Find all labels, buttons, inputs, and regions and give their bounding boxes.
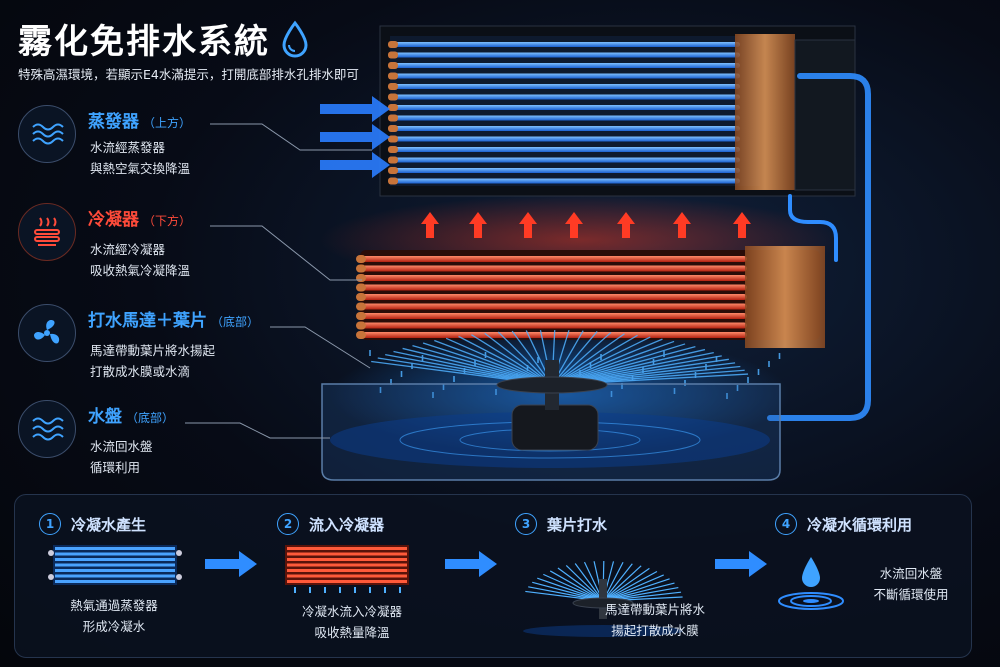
feature-position: （下方） xyxy=(143,214,192,228)
feature-motor: 打水馬達＋葉片 （底部） 馬達帶動葉片將水揚起 打散成水膜或水滴 xyxy=(18,304,348,384)
feature-position: （底部） xyxy=(211,315,260,329)
process-panel: 1 冷凝水產生 熱氣通過蒸發器 形成冷凝水 2 流入冷凝器 冷凝水流入冷凝器 吸收熱… xyxy=(14,494,972,658)
page-subtitle: 特殊高濕環境，若顯示E4水滿提示，打開底部排水孔排水即可 xyxy=(18,67,359,82)
water-wave-icon xyxy=(18,400,76,458)
pipes xyxy=(767,73,871,421)
page-title: 霧化免排水系統 xyxy=(18,14,310,63)
feature-position: （底部） xyxy=(126,411,175,425)
arrow-right-icon xyxy=(445,551,497,577)
step-number: 3 xyxy=(515,513,537,535)
step-caption: 馬達帶動葉片將水 xyxy=(604,602,705,617)
step-caption: 吸收熱量降溫 xyxy=(314,625,390,640)
feature-desc: 水流經冷凝器 xyxy=(90,242,166,257)
spray-mini-icon xyxy=(523,560,683,637)
feature-desc: 馬達帶動葉片將水揚起 xyxy=(90,343,216,358)
step-caption: 揚起打散成水膜 xyxy=(611,623,699,638)
step-label: 冷凝水循環利用 xyxy=(807,515,913,534)
feature-evaporator: 蒸發器 （上方） 水流經蒸發器 與熱空氣交換降溫 xyxy=(18,105,348,185)
pump-motor xyxy=(496,360,608,451)
evaporator-coil xyxy=(379,25,856,197)
step-number: 2 xyxy=(277,513,299,535)
step-label: 冷凝水產生 xyxy=(71,515,147,534)
water-drop-ripple-icon xyxy=(778,557,844,610)
feature-desc: 打散成水膜或水滴 xyxy=(90,364,191,379)
condenser-icon xyxy=(18,203,76,261)
feature-desc: 循環利用 xyxy=(90,460,141,475)
feature-desc: 與熱空氣交換降溫 xyxy=(90,161,191,176)
step-caption: 冷凝水流入冷凝器 xyxy=(301,604,402,619)
feature-desc: 水流回水盤 xyxy=(90,439,153,454)
step-caption: 水流回水盤 xyxy=(879,566,943,581)
title-text: 霧化免排水系統 xyxy=(18,22,270,62)
step-3: 3 葉片打水 馬達帶動葉片將水 揚起打散成水膜 xyxy=(515,513,735,653)
step-number: 4 xyxy=(775,513,797,535)
step-caption: 不斷循環使用 xyxy=(873,587,949,602)
feature-desc: 吸收熱氣冷凝降溫 xyxy=(90,263,191,278)
feature-name: 蒸發器 xyxy=(88,112,139,132)
feature-name: 打水馬達＋葉片 xyxy=(88,311,207,331)
feature-condenser: 冷凝器 （下方） 水流經冷凝器 吸收熱氣冷凝降溫 xyxy=(18,203,348,283)
step-number: 1 xyxy=(39,513,61,535)
arrow-right-icon xyxy=(715,551,767,577)
evaporator-icon xyxy=(18,105,76,163)
step-label: 流入冷凝器 xyxy=(309,515,385,534)
step-caption: 熱氣通過蒸發器 xyxy=(70,598,158,613)
step-2: 2 流入冷凝器 冷凝水流入冷凝器 吸收熱量降溫 xyxy=(277,513,477,653)
step-4: 4 冷凝水循環利用 水流回水盤 不斷循環使用 xyxy=(775,513,965,653)
arrow-right-icon xyxy=(205,551,257,577)
step-caption: 形成冷凝水 xyxy=(82,619,146,634)
heat-arrows xyxy=(421,212,751,238)
feature-desc: 水流經蒸發器 xyxy=(90,140,166,155)
condenser-mini-icon xyxy=(285,545,409,593)
feature-tray: 水盤 （底部） 水流回水盤 循環利用 xyxy=(18,400,348,480)
fan-icon xyxy=(18,304,76,362)
feature-name: 水盤 xyxy=(88,407,122,427)
water-drop-icon xyxy=(282,20,308,57)
feature-position: （上方） xyxy=(143,116,192,130)
feature-name: 冷凝器 xyxy=(88,210,139,230)
step-1: 1 冷凝水產生 熱氣通過蒸發器 形成冷凝水 xyxy=(39,513,259,653)
evaporator-mini-icon xyxy=(48,545,182,585)
step-label: 葉片打水 xyxy=(547,515,608,534)
condenser-coil xyxy=(356,246,825,348)
